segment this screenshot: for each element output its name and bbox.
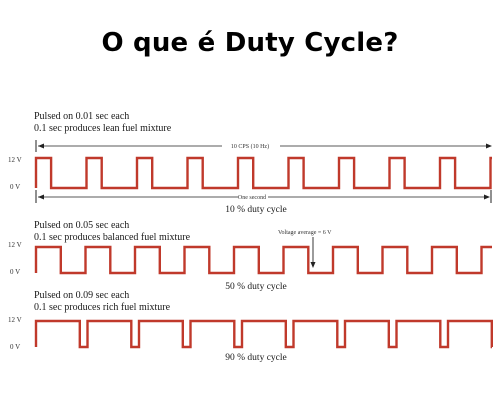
voltage-average-arrowhead	[310, 262, 316, 268]
panel-10-percent: Pulsed on 0.01 sec each 0.1 sec produces…	[8, 111, 492, 215]
panel-90-percent: Pulsed on 0.09 sec each 0.1 sec produces…	[8, 290, 493, 363]
span-arrowhead-left	[38, 143, 44, 149]
period-arrowhead-right	[484, 194, 490, 200]
caption-90-percent: 90 % duty cycle	[225, 353, 286, 363]
panel-1-line-2: 0.1 sec produces lean fuel mixture	[34, 123, 172, 134]
panel-50-percent: Pulsed on 0.05 sec each 0.1 sec produces…	[8, 220, 492, 292]
panel-2-line-2: 0.1 sec produces balanced fuel mixture	[34, 232, 191, 243]
period-arrowhead-left	[38, 194, 44, 200]
panel-2-line-1: Pulsed on 0.05 sec each	[34, 220, 129, 231]
span-arrowhead-right	[486, 143, 492, 149]
pulse-waveform-50	[34, 245, 492, 275]
panel-3-line-1: Pulsed on 0.09 sec each	[34, 290, 129, 301]
panel-1-low-label: 0 V	[10, 183, 20, 191]
panel-1-high-label: 12 V	[8, 156, 22, 164]
caption-10-percent: 10 % duty cycle	[225, 205, 286, 215]
span-label: 10 CPS (10 Hz)	[231, 143, 269, 150]
panel-3-line-2: 0.1 sec produces rich fuel mixture	[34, 302, 171, 313]
voltage-average-label: Voltage average = 6 V	[278, 230, 332, 236]
panel-2-high-label: 12 V	[8, 241, 22, 249]
panel-3-low-label: 0 V	[10, 343, 20, 351]
panel-2-low-label: 0 V	[10, 268, 20, 276]
caption-50-percent: 50 % duty cycle	[225, 282, 286, 292]
pulse-waveform-10	[34, 156, 492, 190]
page-title: O que é Duty Cycle?	[101, 28, 399, 58]
pulse-waveform-90	[34, 319, 493, 349]
period-label: One second	[238, 195, 266, 201]
panel-3-high-label: 12 V	[8, 316, 22, 324]
panel-1-line-1: Pulsed on 0.01 sec each	[34, 111, 129, 122]
